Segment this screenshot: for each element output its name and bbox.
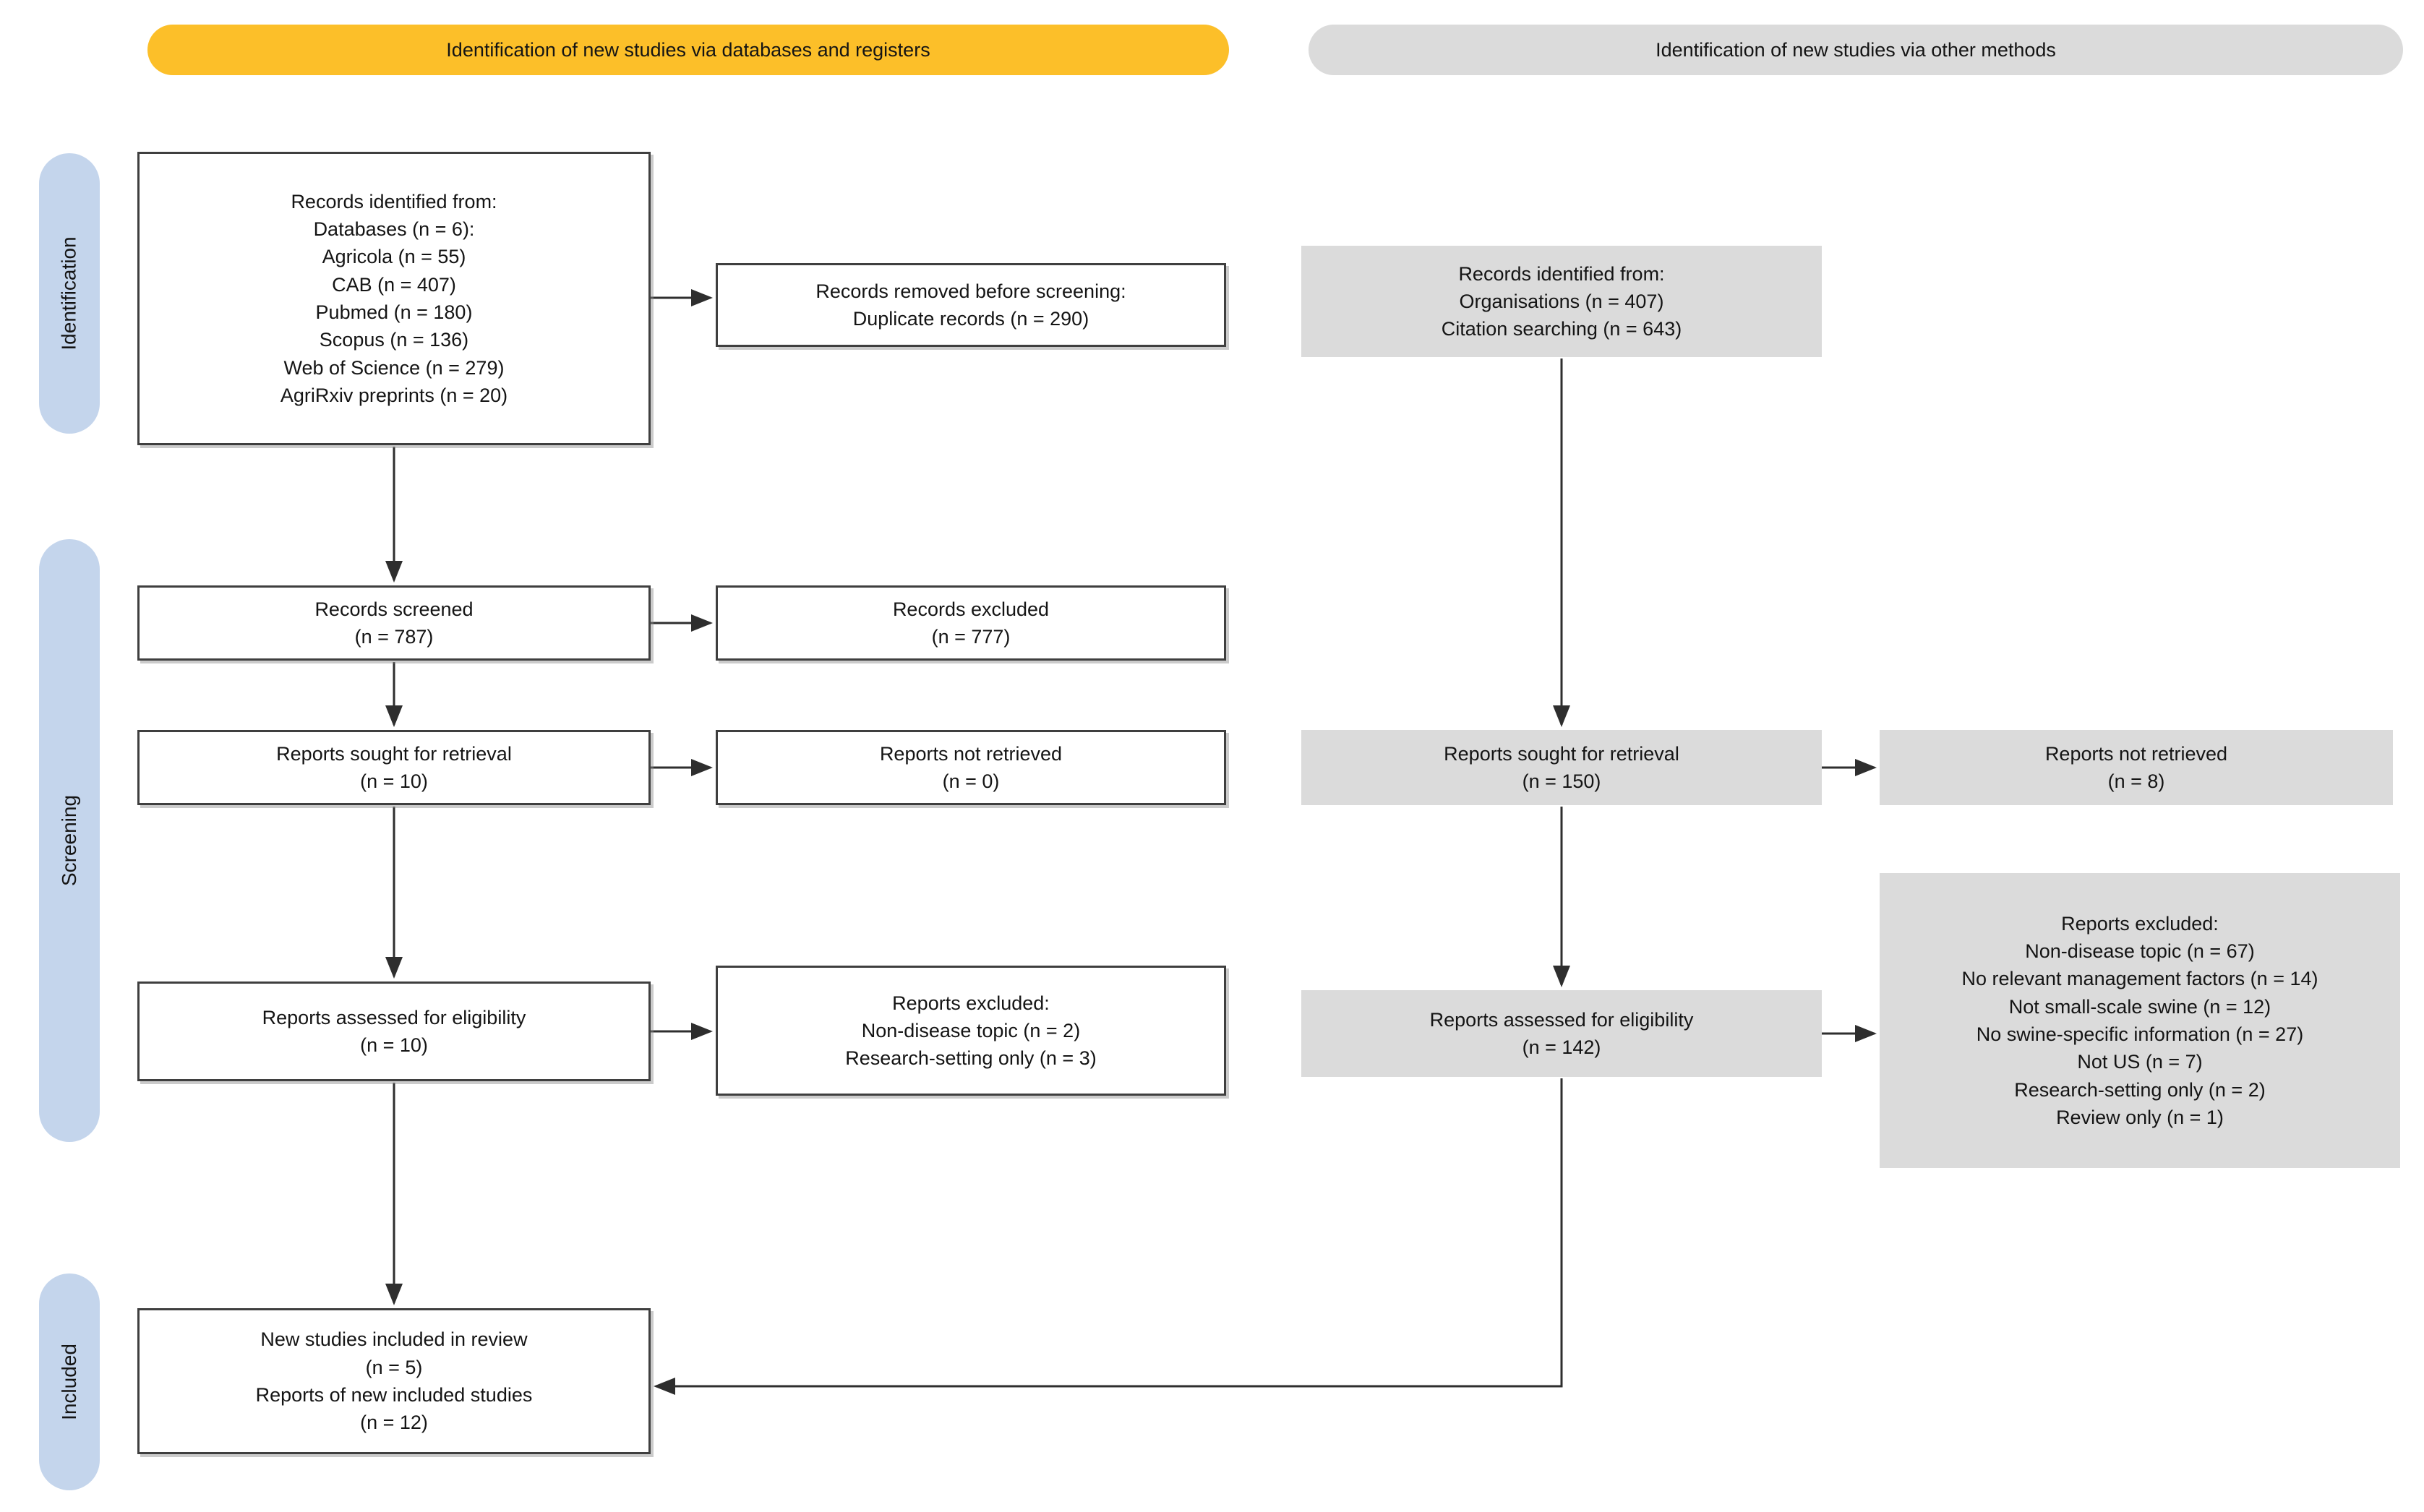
box-records-excluded: Records excluded (n = 777): [716, 585, 1226, 661]
banner-databases-registers: Identification of new studies via databa…: [147, 25, 1229, 75]
box-reports-assessed-other: Reports assessed for eligibility (n = 14…: [1301, 990, 1822, 1077]
banner-other-methods: Identification of new studies via other …: [1309, 25, 2403, 75]
box-records-removed-before-screening: Records removed before screening: Duplic…: [716, 263, 1226, 347]
box-reports-sought-other: Reports sought for retrieval (n = 150): [1301, 730, 1822, 805]
box-records-identified-databases: Records identified from: Databases (n = …: [137, 152, 651, 445]
box-reports-sought-databases: Reports sought for retrieval (n = 10): [137, 730, 651, 805]
box-reports-excluded-databases: Reports excluded: Non-disease topic (n =…: [716, 966, 1226, 1096]
stage-pill-included: Included: [39, 1273, 100, 1490]
box-reports-excluded-other: Reports excluded: Non-disease topic (n =…: [1880, 873, 2400, 1168]
stage-label-screening: Screening: [58, 794, 80, 887]
box-new-studies-included: New studies included in review (n = 5) R…: [137, 1308, 651, 1454]
stage-pill-identification: Identification: [39, 153, 100, 434]
box-reports-not-retrieved-other: Reports not retrieved (n = 8): [1880, 730, 2393, 805]
stage-label-identification: Identification: [58, 236, 80, 351]
stage-label-included: Included: [58, 1344, 80, 1420]
stage-pill-screening: Screening: [39, 539, 100, 1142]
box-reports-not-retrieved-databases: Reports not retrieved (n = 0): [716, 730, 1226, 805]
arrow-assessed-other-to-included: [654, 1078, 1563, 1395]
box-reports-assessed-databases: Reports assessed for eligibility (n = 10…: [137, 981, 651, 1081]
box-records-screened: Records screened (n = 787): [137, 585, 651, 661]
box-records-identified-other: Records identified from: Organisations (…: [1301, 246, 1822, 357]
